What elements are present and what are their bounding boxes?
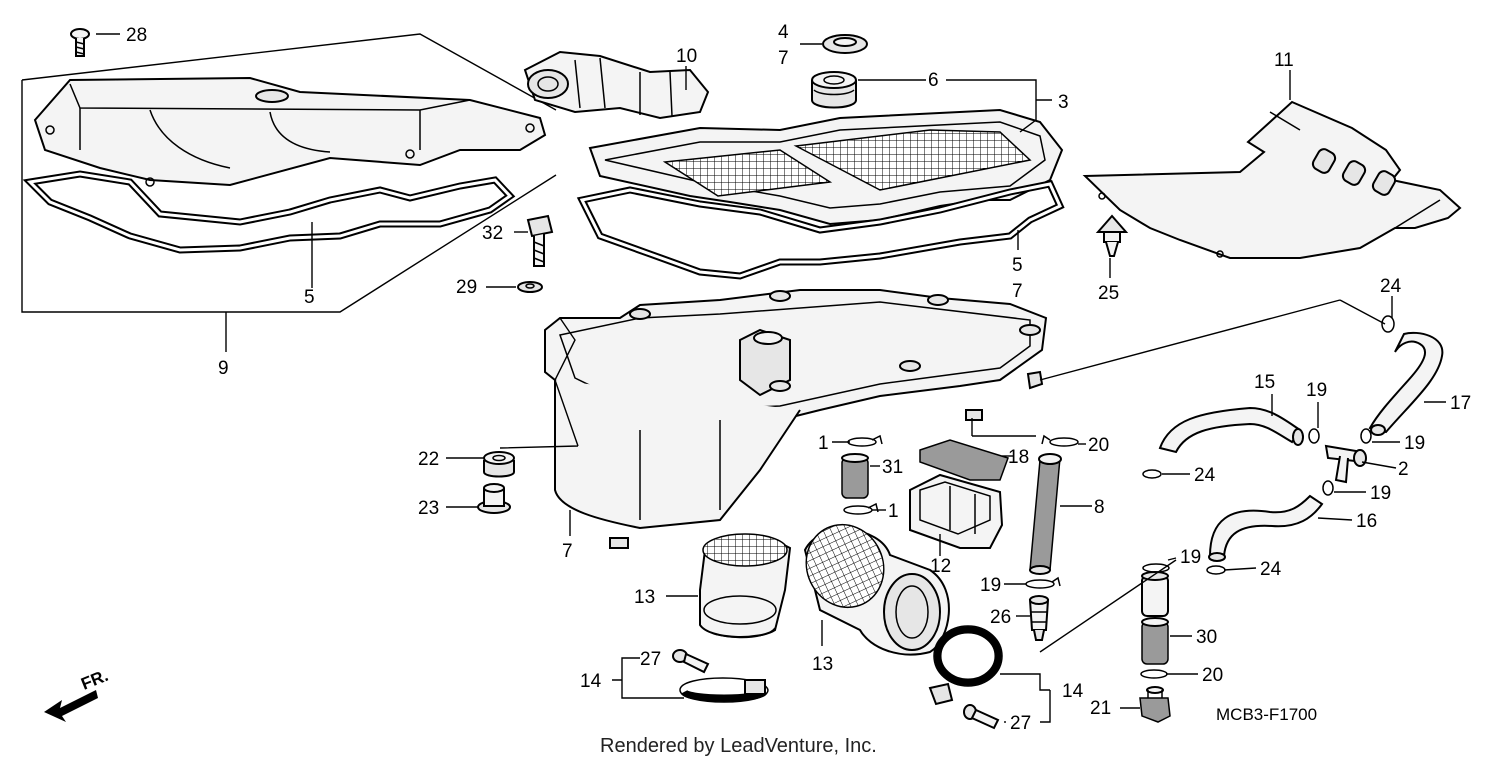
clip-25 [1095, 214, 1129, 257]
callout-7-top: 7 [778, 48, 789, 69]
clamp-19-b [1360, 428, 1372, 444]
tube-30 [1141, 617, 1169, 665]
clamp-24-top [1381, 315, 1395, 333]
grommet-22 [483, 451, 515, 478]
bolt-27-left [672, 649, 710, 674]
callout-5-center: 5 [1012, 255, 1023, 276]
callout-24-mid: 24 [1194, 465, 1216, 486]
callout-24-low: 24 [1260, 559, 1282, 580]
callout-31: 31 [882, 457, 903, 478]
callout-30: 30 [1196, 627, 1217, 648]
cap-21 [1139, 686, 1171, 723]
intake-duct-10 [523, 50, 710, 120]
clamp-20-upper [1041, 434, 1079, 447]
callout-1-bottom: 1 [888, 501, 899, 522]
callout-9: 9 [218, 358, 229, 379]
gasket-5-center [576, 180, 1065, 280]
front-direction-arrow: FR. [44, 666, 111, 722]
hose-15 [1158, 406, 1304, 454]
air-cleaner-housing-7 [544, 289, 1048, 549]
callout-7-center: 7 [1012, 281, 1023, 302]
bolt-32 [526, 214, 554, 267]
callout-19-low: 19 [1180, 547, 1201, 568]
clamp-19-a [1308, 428, 1320, 444]
bolt-27-right [963, 704, 1000, 730]
callout-14-right: 14 [1062, 681, 1084, 702]
callout-20-top: 20 [1088, 435, 1109, 456]
callout-28: 28 [126, 25, 147, 46]
callout-6: 6 [928, 70, 939, 91]
callout-16: 16 [1356, 511, 1377, 532]
clamp-24-mid [1142, 469, 1162, 479]
seal-4 [822, 34, 868, 54]
callout-26: 26 [990, 607, 1011, 628]
plug-26 [1028, 595, 1050, 641]
callout-2: 2 [1398, 459, 1409, 480]
grommet-6 [811, 71, 857, 109]
direction-label: FR. [78, 666, 111, 694]
callout-5-left: 5 [304, 287, 315, 308]
callout-19-top: 19 [1306, 380, 1327, 401]
callout-13-right: 13 [812, 654, 833, 675]
drain-tube-31 [841, 453, 869, 499]
callout-8: 8 [1094, 497, 1105, 518]
clamp-19-lower [1025, 576, 1061, 589]
callout-29: 29 [456, 277, 477, 298]
assembly-bracket-9 [21, 33, 557, 313]
callout-27-left: 27 [640, 649, 661, 670]
callout-14-left: 14 [580, 671, 602, 692]
callout-labels: 28 10 4 7 6 3 11 32 29 5 9 5 7 25 24 15 … [126, 22, 1471, 734]
callout-11: 11 [1274, 50, 1294, 71]
callout-1-top: 1 [818, 433, 829, 454]
hose-17 [1368, 331, 1444, 436]
callout-24-top: 24 [1380, 276, 1402, 297]
callout-21: 21 [1090, 698, 1111, 719]
callout-19-mid: 19 [1370, 483, 1391, 504]
callout-19-hose: 19 [980, 575, 1001, 596]
callout-17: 17 [1450, 393, 1471, 414]
clamp-1-lower [843, 502, 879, 515]
clamp-20-lower [1140, 669, 1168, 679]
callout-18: 18 [1008, 447, 1029, 468]
callout-23: 23 [418, 498, 439, 519]
case-12 [909, 473, 1004, 549]
clamp-1-upper [847, 434, 883, 447]
clamp-19-c [1322, 480, 1334, 496]
funnel-13-left [699, 533, 792, 639]
leader-lines [96, 33, 1446, 723]
joint-2 [1324, 444, 1367, 484]
hose-16 [1208, 494, 1324, 562]
callout-25: 25 [1098, 283, 1119, 304]
clamp-24-low [1206, 565, 1226, 575]
collar-23 [477, 483, 511, 514]
air-cleaner-cover [33, 76, 547, 187]
callout-20-bottom: 20 [1202, 665, 1223, 686]
clamp-14-left [679, 677, 769, 703]
heat-shield-11 [1082, 100, 1462, 259]
callout-22: 22 [418, 449, 439, 470]
callout-27-right: 27 [1010, 713, 1031, 734]
callout-13-left: 13 [634, 587, 655, 608]
hose-8 [1029, 453, 1062, 575]
callout-4: 4 [778, 22, 789, 43]
callout-32: 32 [482, 223, 503, 244]
funnel-13-right [803, 523, 950, 656]
callout-15: 15 [1254, 372, 1275, 393]
callout-3: 3 [1058, 92, 1069, 113]
washer-29 [517, 281, 543, 293]
diagram-code: MCB3-F1700 [1216, 705, 1317, 724]
credit-text: Rendered by LeadVenture, Inc. [600, 735, 877, 757]
air-filter-element-3 [588, 108, 1064, 226]
callout-19-right: 19 [1404, 433, 1425, 454]
callout-12: 12 [930, 556, 951, 577]
bolt-28 [70, 28, 90, 57]
callout-7-bottom: 7 [562, 541, 573, 562]
cover-18 [919, 439, 1009, 481]
callout-10: 10 [676, 46, 697, 67]
clamp-14-right [928, 625, 1003, 706]
tube-30-upper [1141, 571, 1169, 617]
gasket-5-left [22, 170, 516, 254]
